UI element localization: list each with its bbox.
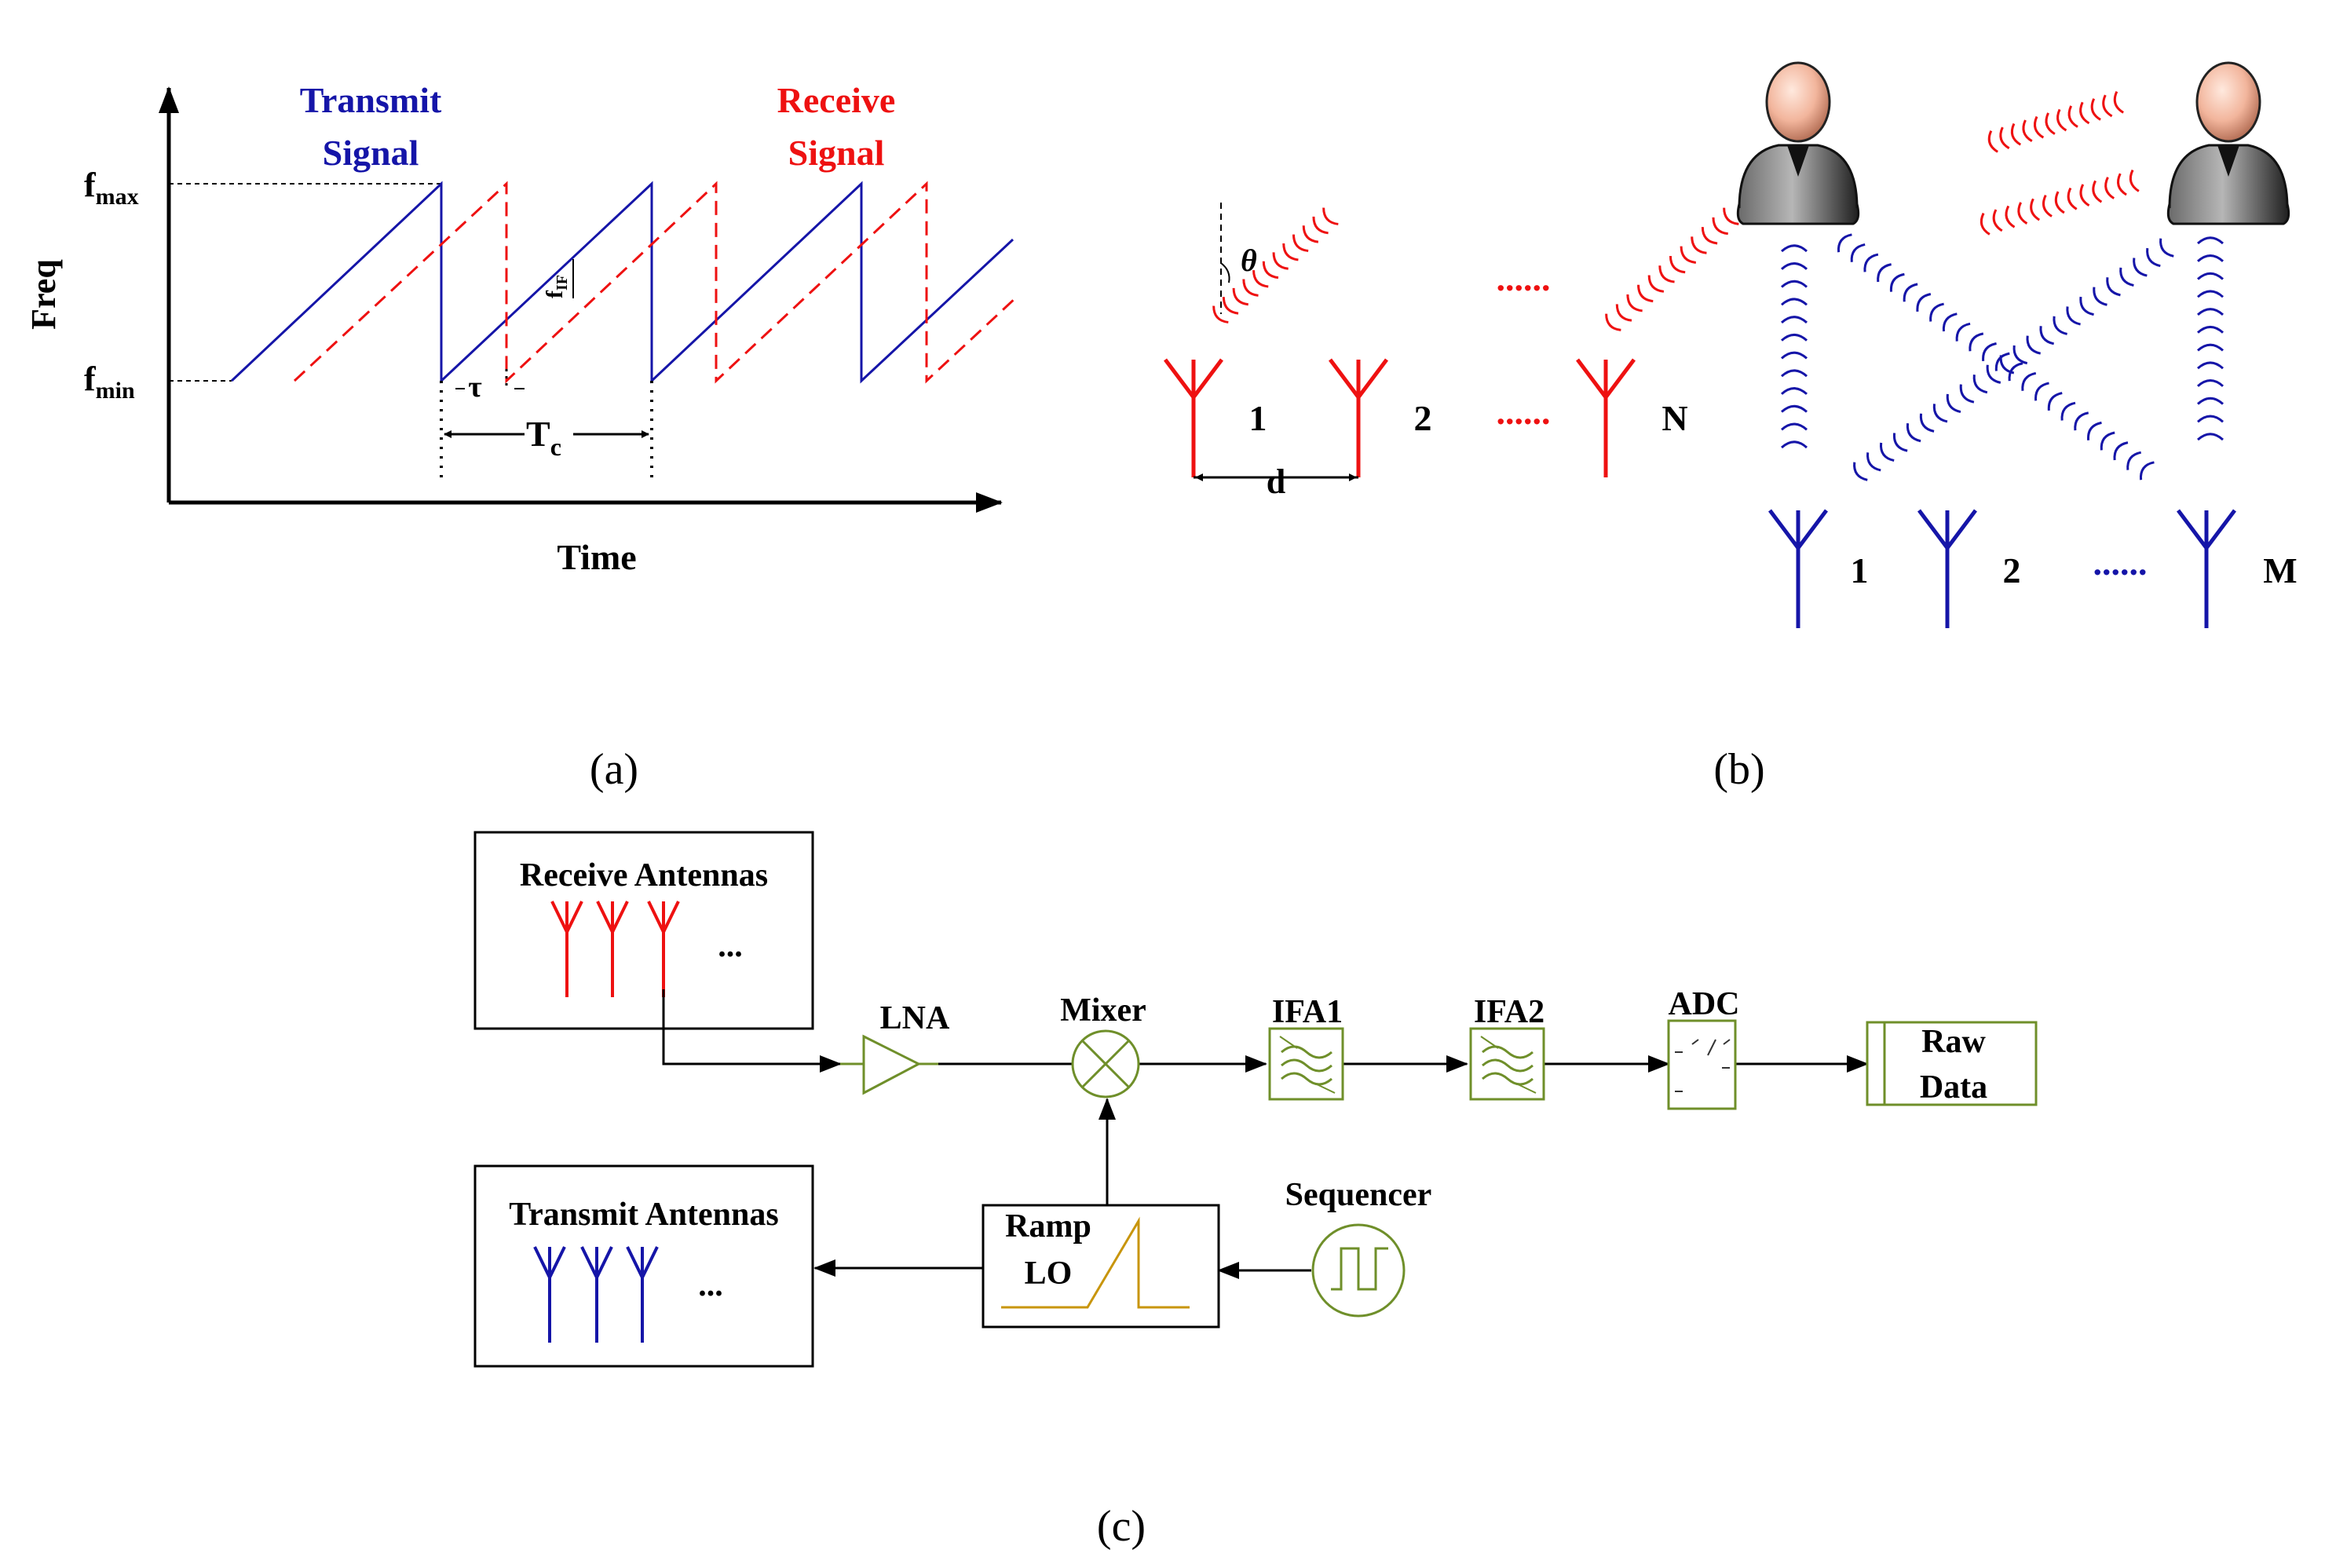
person-icon-2 [2166, 61, 2290, 225]
incident-wave [1212, 207, 1339, 323]
panel-c: Receive Antennas ... Transmit Antennas .… [473, 831, 2038, 1551]
transmit-ellipsis: ... [698, 1267, 723, 1303]
tx-antenna-array [1164, 358, 1636, 477]
receive-antenna-icons [550, 901, 680, 997]
fmin-label: fmin [84, 360, 135, 404]
ifa2-label: IFA2 [1474, 994, 1545, 1030]
lna-amplifier-icon [862, 1034, 922, 1095]
transmit-antennas-label: Transmit Antennas [509, 1197, 778, 1233]
raw-data-block [1866, 1021, 2038, 1106]
receive-label-1: Receive [777, 80, 896, 120]
panel-a: Freq Time fmax fmin Transmit Signal Rece… [24, 80, 1018, 794]
rx-label-m: M [2263, 550, 2297, 590]
theta-label: θ [1241, 243, 1257, 278]
reflected-wave-red-3 [1980, 169, 2140, 236]
receive-antennas-label: Receive Antennas [520, 857, 768, 894]
transmit-label-2: Signal [323, 133, 419, 173]
tx-small-antenna-icon [580, 1246, 613, 1343]
ifa2-filter-icon [1469, 1027, 1545, 1101]
mixer-label: Mixer [1060, 992, 1146, 1029]
rx-antenna-m-icon [2177, 509, 2236, 628]
transmit-antenna-icons [533, 1246, 659, 1343]
rx-antenna-1-icon [1768, 509, 1828, 628]
transmit-label-1: Transmit [300, 80, 442, 120]
tau-label: τ [468, 371, 482, 404]
rx-small-antenna-icon [596, 901, 629, 997]
tx-antenna-n-icon [1576, 358, 1636, 477]
blue-wave-diagonal-down [1837, 233, 2155, 481]
tx-small-antenna-icon [533, 1246, 566, 1343]
reflected-waves-red [1605, 91, 2140, 331]
reflected-wave-red-1 [1605, 207, 1739, 331]
rx-small-antenna-icon [550, 901, 583, 997]
rx-label-1: 1 [1851, 550, 1869, 590]
x-axis-label: Time [557, 537, 636, 577]
raw-data-label-1: Raw [1921, 1024, 1986, 1060]
blue-wave-right-vertical [2196, 236, 2224, 441]
ramp-label-1: Ramp [1005, 1208, 1091, 1245]
receive-antennas-box [473, 831, 814, 1030]
blue-wave-left-vertical [1780, 244, 1808, 449]
raw-data-label-2: Data [1920, 1069, 1987, 1106]
fmax-label: fmax [84, 166, 139, 210]
transmit-signal-line [230, 181, 1014, 384]
caption-b: (b) [1713, 745, 1764, 794]
rx-antenna-2-icon [1917, 509, 1977, 628]
lna-label: LNA [880, 1000, 950, 1036]
adc-converter-icon [1667, 1019, 1737, 1110]
tx-small-antenna-icon [626, 1246, 659, 1343]
receive-ellipsis: ... [718, 928, 743, 964]
person-icon-1 [1736, 61, 1860, 225]
tx-antenna-1-icon [1164, 358, 1223, 477]
theta-arc [1220, 262, 1230, 283]
reflected-waves-blue [1780, 233, 2224, 481]
rx-label-2: 2 [2003, 550, 2021, 590]
tx-label-1: 1 [1249, 398, 1267, 438]
incident-wave-arcs [1212, 207, 1339, 323]
receive-signal-line [293, 181, 1018, 384]
blue-wave-diagonal-up [1853, 238, 2174, 481]
tx-label-n: N [1661, 398, 1687, 438]
tx-dots-top: ...... [1497, 258, 1551, 298]
ifa1-label: IFA1 [1272, 994, 1343, 1030]
fif-label: fIF [542, 275, 571, 298]
caption-a: (a) [590, 745, 638, 794]
rx-dots-row: ...... [2093, 543, 2148, 583]
reflected-wave-red-2 [1987, 91, 2124, 153]
sequencer-label: Sequencer [1285, 1177, 1432, 1213]
ramp-label-2: LO [1025, 1255, 1073, 1292]
adc-label: ADC [1669, 986, 1740, 1022]
y-axis-label: Freq [24, 259, 63, 330]
transmit-antennas-box [473, 1164, 814, 1368]
d-label: d [1267, 462, 1285, 501]
ramp-waveform-icon [1001, 1216, 1190, 1309]
sequencer-pulse-icon [1311, 1223, 1406, 1318]
tx-label-2: 2 [1414, 398, 1432, 438]
mixer-icon [1071, 1029, 1140, 1098]
tx-dots-row: ...... [1497, 392, 1551, 432]
rx-to-lna-wire [662, 989, 842, 1073]
panel-b: θ 1 2 N ...... ...... d 1 2 M [1164, 61, 2298, 794]
rx-antenna-array [1768, 509, 2236, 628]
rx-small-antenna-icon [647, 901, 680, 997]
receive-label-2: Signal [788, 133, 885, 173]
tc-label: Tc [526, 414, 561, 461]
tx-antenna-2-icon [1329, 358, 1388, 477]
ifa1-filter-icon [1268, 1027, 1344, 1101]
caption-c: (c) [1097, 1502, 1146, 1551]
